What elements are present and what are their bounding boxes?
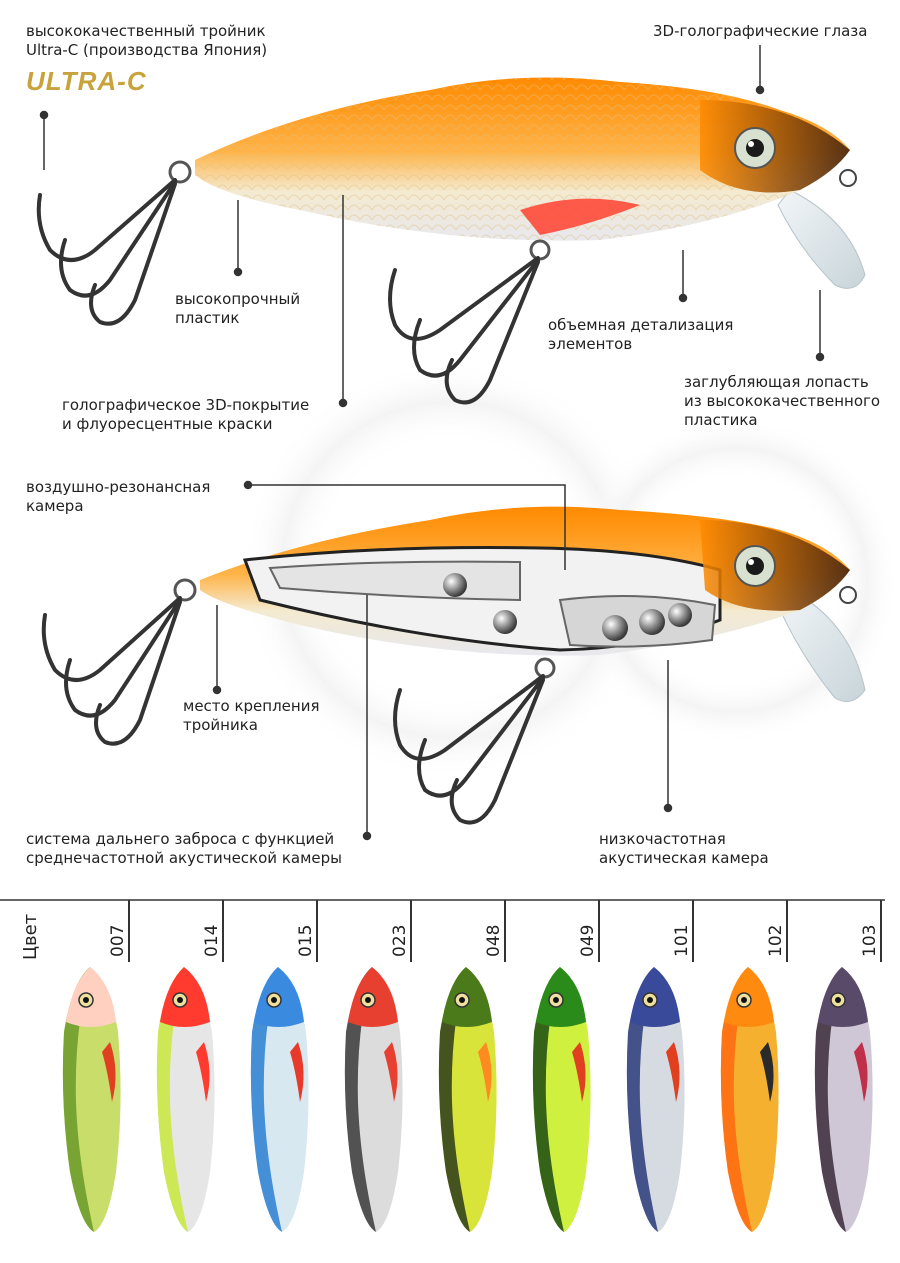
label-treble-hook: высококачественный тройник Ultra-C (прои… — [26, 22, 268, 59]
color-swatch-lure-048 — [438, 967, 497, 1232]
color-column-divider — [410, 900, 412, 962]
color-column-divider — [128, 900, 130, 962]
color-swatch-lure-014 — [156, 967, 215, 1232]
color-swatch-lure-007 — [62, 967, 121, 1232]
swatch-gill-accent — [102, 1042, 116, 1102]
swatch-pupil — [83, 997, 89, 1003]
color-code-007: 007 — [108, 924, 128, 957]
color-swatch-lure-103 — [814, 967, 873, 1232]
color-code-049: 049 — [578, 924, 598, 957]
swatch-back — [344, 967, 376, 1232]
label-low-frequency-chamber: низкочастотная акустическая камера — [599, 830, 769, 867]
color-swatch-lure-102 — [720, 967, 779, 1232]
color-code-103: 103 — [860, 924, 880, 957]
swatch-gill-accent — [854, 1042, 868, 1102]
swatch-gill-accent — [290, 1042, 304, 1102]
swatch-pupil — [177, 997, 183, 1003]
swatch-gill-accent — [666, 1042, 680, 1102]
color-code-015: 015 — [296, 924, 316, 957]
color-code-048: 048 — [484, 924, 504, 957]
swatch-gill-accent — [384, 1042, 398, 1102]
callout-lines — [39, 45, 825, 841]
color-code-014: 014 — [202, 924, 222, 957]
swatch-gill-accent — [760, 1042, 774, 1102]
swatch-back — [62, 967, 94, 1232]
color-heading: Цвет — [20, 913, 41, 960]
swatch-pupil — [835, 997, 841, 1003]
color-column-divider — [786, 900, 788, 962]
cutaway-lure — [41, 506, 866, 825]
swatch-back — [156, 967, 188, 1232]
color-column-divider — [504, 900, 506, 962]
color-column-divider — [692, 900, 694, 962]
label-air-resonance-chamber: воздушно-резонансная камера — [26, 478, 211, 515]
color-column-divider — [222, 900, 224, 962]
label-diving-lip: заглубляющая лопасть из высококачественн… — [684, 373, 881, 429]
color-column-divider — [598, 900, 600, 962]
color-code-102: 102 — [766, 924, 786, 957]
label-holographic-coating: голографическое 3D-покрытие и флуоресцен… — [62, 396, 310, 433]
top-lure — [36, 77, 866, 405]
swatch-back — [626, 967, 658, 1232]
label-high-strength-plastic: высокопрочный пластик — [175, 290, 301, 327]
swatch-back — [250, 967, 282, 1232]
label-volume-detailing: объемная детализация элементов — [548, 316, 734, 353]
swatch-back — [814, 967, 846, 1232]
swatch-pupil — [365, 997, 371, 1003]
label-treble-mount: место крепления тройника — [183, 697, 320, 734]
swatch-gill-accent — [478, 1042, 492, 1102]
color-swatch-lure-023 — [344, 967, 403, 1232]
swatch-back — [720, 967, 752, 1232]
color-swatch-lure-015 — [250, 967, 309, 1232]
swatch-pupil — [459, 997, 465, 1003]
swatch-pupil — [271, 997, 277, 1003]
label-3d-eyes: 3D-голографические глаза — [653, 22, 868, 40]
swatch-pupil — [741, 997, 747, 1003]
swatch-pupil — [553, 997, 559, 1003]
color-swatch-lure-049 — [532, 967, 591, 1232]
swatch-back — [532, 967, 564, 1232]
label-long-cast-system: система дальнего заброса с функцией сред… — [26, 830, 342, 867]
color-code-023: 023 — [390, 924, 410, 957]
swatch-gill-accent — [196, 1042, 210, 1102]
swatch-gill-accent — [572, 1042, 586, 1102]
color-column-divider — [880, 900, 882, 962]
swatch-pupil — [647, 997, 653, 1003]
color-swatch-lure-101 — [626, 967, 685, 1232]
color-column-divider — [316, 900, 318, 962]
swatch-back — [438, 967, 470, 1232]
ultra-c-logo: ULTRA-C — [26, 66, 147, 96]
color-code-101: 101 — [672, 924, 692, 957]
